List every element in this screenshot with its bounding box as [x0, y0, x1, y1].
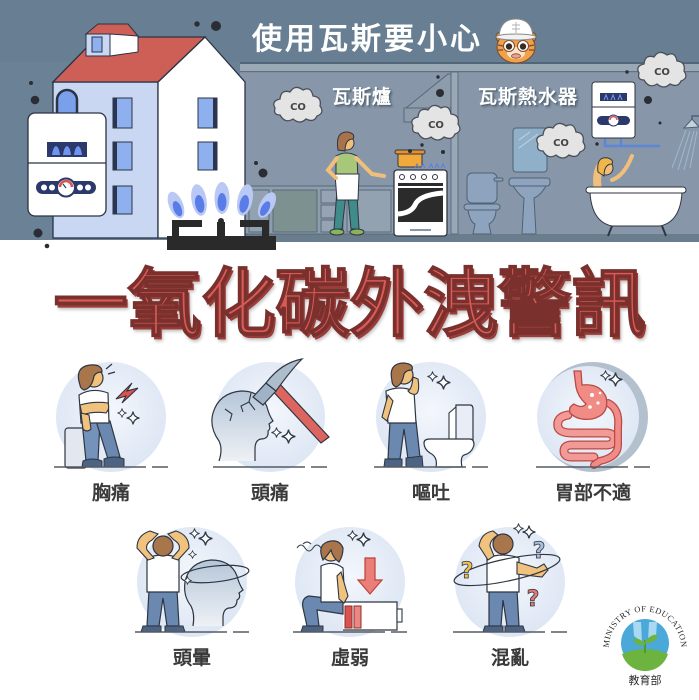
sink [508, 177, 551, 235]
symptom-label: 胸痛 [91, 482, 130, 504]
co-cloud: CO [536, 122, 586, 159]
symptom-headache: 頭痛 [205, 357, 335, 507]
symptom-chest-pain: 胸痛 [46, 357, 176, 507]
question-mark-icon: ? [527, 587, 540, 612]
gas-safety-scene: CO CO CO CO 使用瓦斯要小心 瓦斯爐 瓦斯熱水器 [0, 0, 699, 250]
water-heater-label: 瓦斯熱水器 [478, 86, 579, 108]
symptom-label: 頭暈 [172, 647, 211, 669]
ministry-of-education-logo: MINISTRY OF EDUCATION 教育部 [601, 601, 689, 689]
vomiting-icon [374, 362, 488, 472]
svg-text:CO: CO [553, 138, 569, 149]
symptom-stomach-discomfort: 胃部不適 [528, 357, 658, 507]
logo-text-zh: 教育部 [629, 673, 662, 687]
symptom-weakness: 虛弱 [285, 522, 415, 672]
stove-label: 瓦斯爐 [332, 86, 393, 108]
scene-title: 使用瓦斯要小心 [252, 22, 483, 57]
water-heater-icon [591, 81, 660, 148]
woman-cooking [325, 131, 386, 236]
gas-stove-icon [393, 149, 448, 237]
symptom-label: 胃部不適 [554, 482, 631, 504]
co-cloud: CO [411, 104, 461, 141]
symptom-label: 虛弱 [330, 647, 369, 669]
symptom-label: 嘔吐 [411, 482, 450, 504]
headline: 一氧化碳外洩警訊 [53, 261, 647, 347]
question-mark-icon: ? [461, 559, 474, 584]
symptom-vomiting: 嘔吐 [366, 357, 496, 507]
gas-burner-icon [167, 182, 277, 250]
soot-particles [29, 21, 662, 249]
co-cloud: CO [273, 86, 323, 123]
headache-icon [211, 358, 330, 472]
question-mark-icon: ? [533, 539, 546, 564]
gas-boiler-icon [27, 88, 107, 217]
toilet [463, 172, 504, 235]
house-windows [112, 97, 218, 215]
stomach-discomfort-icon [536, 362, 650, 472]
confusion-icon: ? ? ? [453, 523, 567, 637]
shower-head-icon [671, 115, 699, 171]
dizziness-icon [135, 527, 250, 637]
scene-illustration: CO CO CO CO [0, 0, 699, 250]
symptom-dizziness: 頭暈 [127, 522, 257, 672]
svg-text:CO: CO [290, 102, 306, 113]
symptom-label: 混亂 [490, 647, 529, 669]
symptom-confusion: ? ? ? 混亂 [445, 522, 575, 672]
chest-pain-icon [54, 362, 168, 472]
symptom-label: 頭痛 [250, 482, 289, 504]
svg-text:CO: CO [428, 120, 444, 131]
weakness-icon [293, 527, 407, 637]
co-cloud: CO [637, 51, 687, 88]
tiger-mascot-icon [495, 18, 537, 64]
bathtub [585, 154, 687, 237]
svg-text:CO: CO [654, 67, 670, 78]
